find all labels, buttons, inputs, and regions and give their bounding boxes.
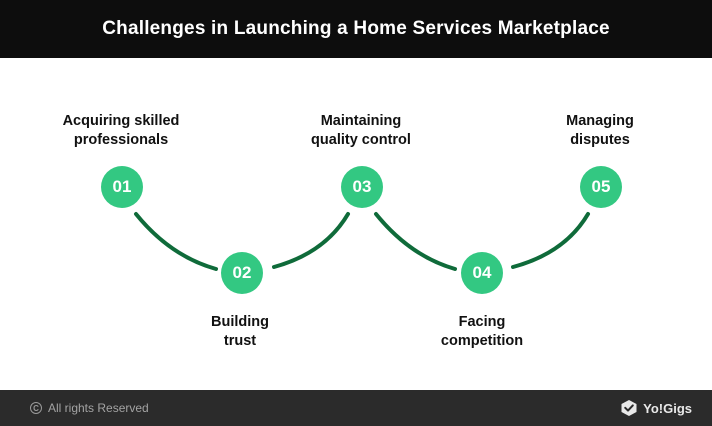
connector-03-04 (374, 212, 457, 271)
connector-02-03 (272, 212, 350, 269)
step-05-label: Managing disputes (515, 112, 685, 150)
step-01-label: Acquiring skilled professionals (36, 112, 206, 150)
step-04-label-line2: competition (440, 333, 524, 349)
step-04-label: Facing competition (397, 313, 567, 351)
brand-name: Yo!Gigs (643, 400, 692, 416)
brand-logo: Yo!Gigs (620, 399, 692, 417)
yogigs-logo-icon (621, 400, 637, 416)
step-01-label-line1: Acquiring skilled (62, 113, 180, 129)
step-02-label: Building trust (155, 313, 325, 351)
step-01-circle: 01 (101, 166, 143, 208)
step-05-label-line2: disputes (570, 132, 630, 148)
step-02-label-line2: trust (223, 333, 257, 349)
copyright-icon: C (30, 402, 42, 414)
step-04-label-line1: Facing (458, 314, 506, 330)
step-05-label-line1: Managing (566, 113, 634, 129)
connector-01-02 (134, 212, 218, 271)
step-03-label: Maintaining quality control (276, 112, 446, 150)
step-02-label-line1: Building (211, 314, 269, 330)
step-05-circle: 05 (580, 166, 622, 208)
step-01-label-line2: professionals (73, 132, 169, 148)
connector-arcs (134, 212, 590, 271)
header-bar: Challenges in Launching a Home Services … (0, 0, 712, 58)
connector-04-05 (511, 212, 590, 269)
copyright-text: All rights Reserved (48, 401, 149, 415)
step-03-label-line2: quality control (311, 132, 411, 148)
step-03-label-line1: Maintaining (320, 113, 402, 129)
page-title: Challenges in Launching a Home Services … (102, 18, 610, 39)
footer-bar: C All rights Reserved Yo!Gigs (0, 390, 712, 426)
step-02-circle: 02 (221, 252, 263, 294)
step-03-circle: 03 (341, 166, 383, 208)
copyright-notice: C All rights Reserved (30, 401, 149, 415)
challenges-diagram: Acquiring skilled professionals 01 02 Bu… (0, 58, 712, 390)
step-04-circle: 04 (461, 252, 503, 294)
